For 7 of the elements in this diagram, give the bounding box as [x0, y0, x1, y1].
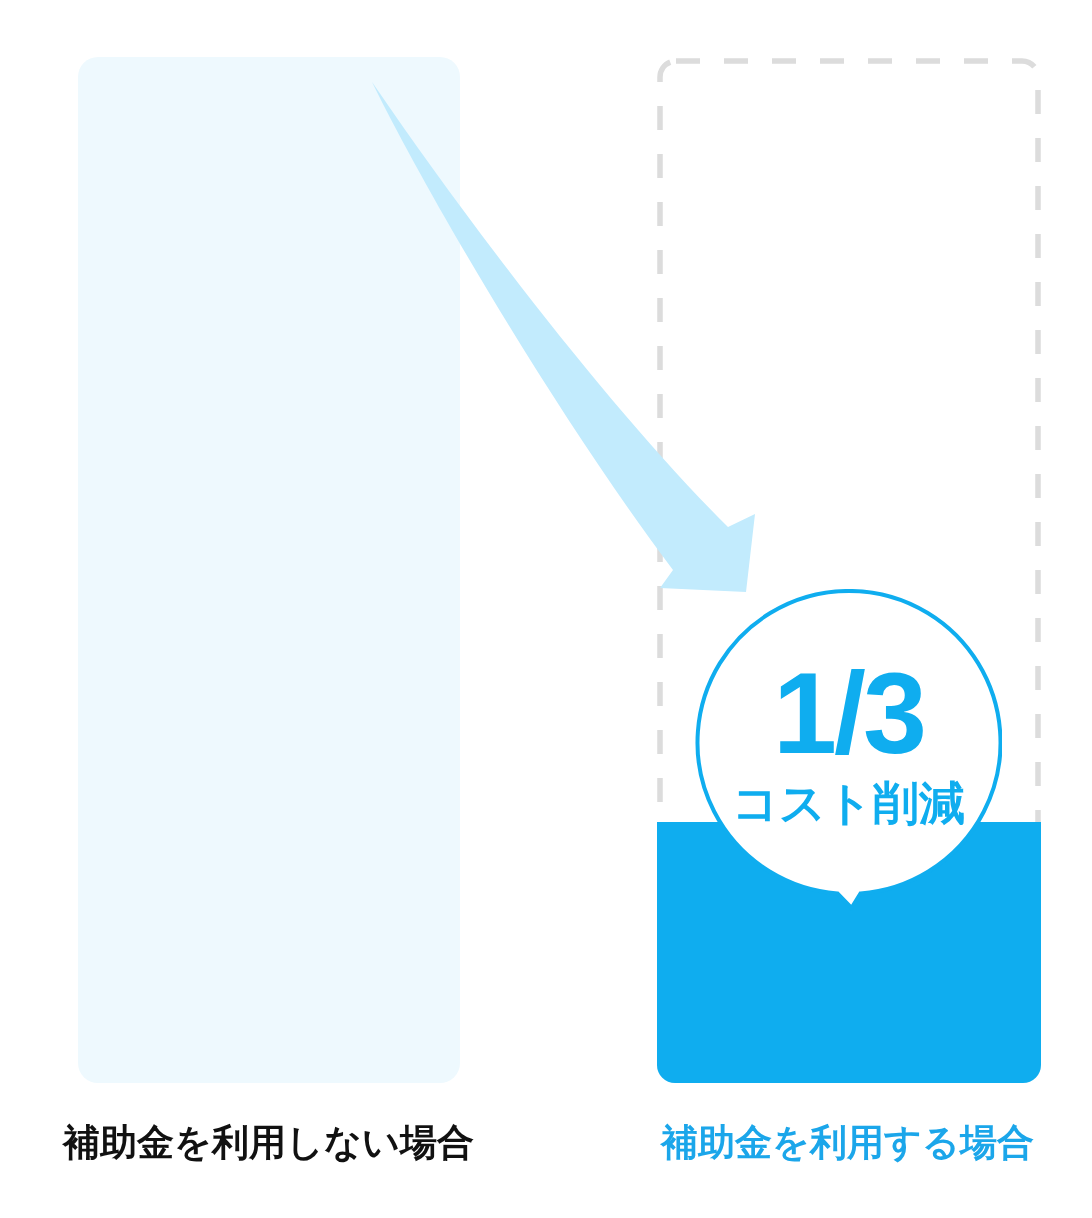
callout-text: コスト削減 [732, 780, 965, 826]
cost-bar [78, 57, 460, 1083]
bar-caption: 補助金を利用する場合 [660, 1124, 1034, 1161]
fraction-text: 1/3 [773, 656, 924, 771]
dashed-frame [657, 58, 1041, 1083]
bar-caption: 補助金を利用しない場合 [62, 1124, 474, 1161]
curved-arrow [372, 82, 755, 592]
